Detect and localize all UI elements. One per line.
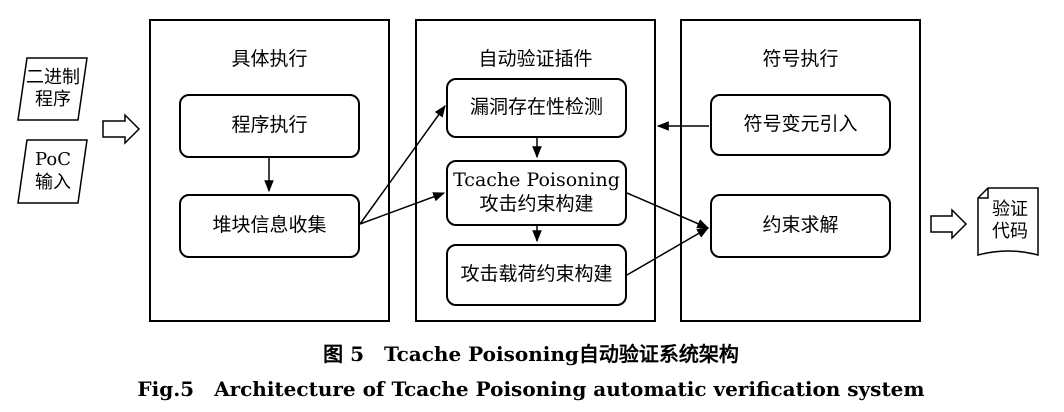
tcache-constraint-line2: 攻击约束构建	[479, 193, 594, 215]
binary-program-label: 二进制 程序	[26, 66, 80, 111]
heap-info-collection-label: 堆块信息收集	[212, 214, 327, 237]
tcache-constraint-line1: Tcache Poisoning	[453, 169, 620, 192]
figure-caption-english: Fig.5 Architecture of Tcache Poisoning a…	[137, 377, 925, 401]
program-execution-box: 程序执行	[179, 94, 360, 158]
verification-code-shape	[977, 187, 1039, 256]
verification-code-label: 验证 代码	[992, 198, 1028, 243]
tcache-constraint-box: Tcache Poisoning 攻击约束构建	[446, 160, 627, 226]
figure-caption-chinese: 图 5 Tcache Poisoning自动验证系统架构	[323, 342, 739, 366]
payload-constraint-box: 攻击载荷约束构建	[446, 244, 627, 306]
arrow-heap-to-vuln	[359, 105, 446, 225]
constraint-solving-box: 约束求解	[710, 194, 891, 258]
concrete-execution-title: 具体执行	[231, 48, 308, 70]
symbolic-execution-title: 符号执行	[762, 48, 839, 70]
poc-input-label: PoC 输入	[35, 149, 71, 193]
poc-input-shape	[17, 139, 88, 204]
arrow-payload-to-solve	[626, 227, 710, 276]
binary-program-shape	[17, 57, 88, 121]
constraint-solving-label: 约束求解	[762, 214, 839, 237]
symbolic-variable-box: 符号变元引入	[710, 94, 891, 156]
payload-constraint-label: 攻击载荷约束构建	[460, 263, 613, 286]
input-hollow-arrow	[102, 113, 141, 145]
arrow-heap-to-tcache	[359, 192, 446, 225]
vulnerability-detection-box: 漏洞存在性检测	[446, 78, 627, 138]
arrow-tcache-to-solve	[626, 192, 710, 229]
symbolic-variable-label: 符号变元引入	[743, 113, 858, 136]
heap-info-collection-box: 堆块信息收集	[179, 194, 360, 258]
symbolic-execution-panel: 符号执行	[680, 19, 921, 322]
verification-plugin-title: 自动验证插件	[478, 48, 593, 70]
program-execution-label: 程序执行	[231, 114, 308, 137]
output-hollow-arrow	[930, 208, 968, 240]
vulnerability-detection-label: 漏洞存在性检测	[469, 96, 603, 119]
